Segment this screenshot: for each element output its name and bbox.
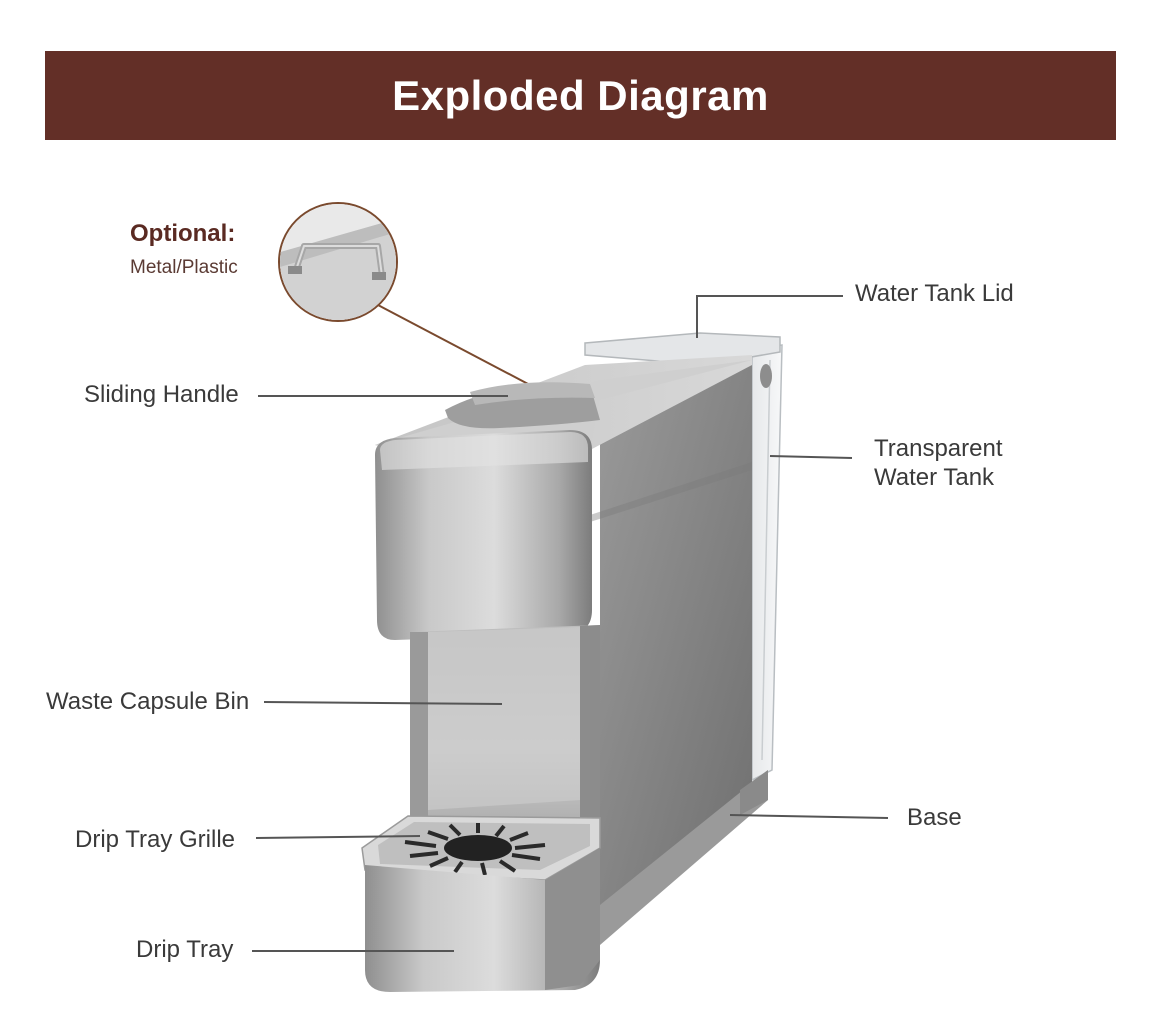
leader-transparent-water-tank (769, 455, 853, 459)
leader-base (729, 814, 889, 819)
label-drip-tray-grille: Drip Tray Grille (75, 826, 236, 853)
label-waste-capsule-bin: Waste Capsule Bin (46, 688, 250, 715)
label-drip-tray: Drip Tray (136, 936, 234, 963)
label-base: Base (907, 804, 962, 831)
inset-connector-line (377, 304, 531, 386)
page-title: Exploded Diagram (392, 71, 769, 119)
leader-waste-capsule-bin (263, 701, 503, 705)
title-banner: Exploded Diagram (45, 51, 1116, 140)
optional-title: Optional: (130, 220, 236, 247)
handle-option-inset (278, 202, 398, 322)
leader-drip-tray-grille (255, 835, 421, 839)
optional-subtitle: Metal/Plastic (130, 257, 238, 278)
coffee-machine (361, 332, 783, 992)
label-sliding-handle: Sliding Handle (84, 381, 239, 408)
leader-water-tank-lid (696, 295, 843, 338)
label-water-tank-lid: Water Tank Lid (855, 280, 1014, 307)
grille-pattern (404, 823, 546, 876)
label-transparent-line2: Water Tank (874, 464, 995, 491)
leader-lines (252, 295, 889, 952)
label-transparent-line1: Transparent (874, 435, 1003, 462)
